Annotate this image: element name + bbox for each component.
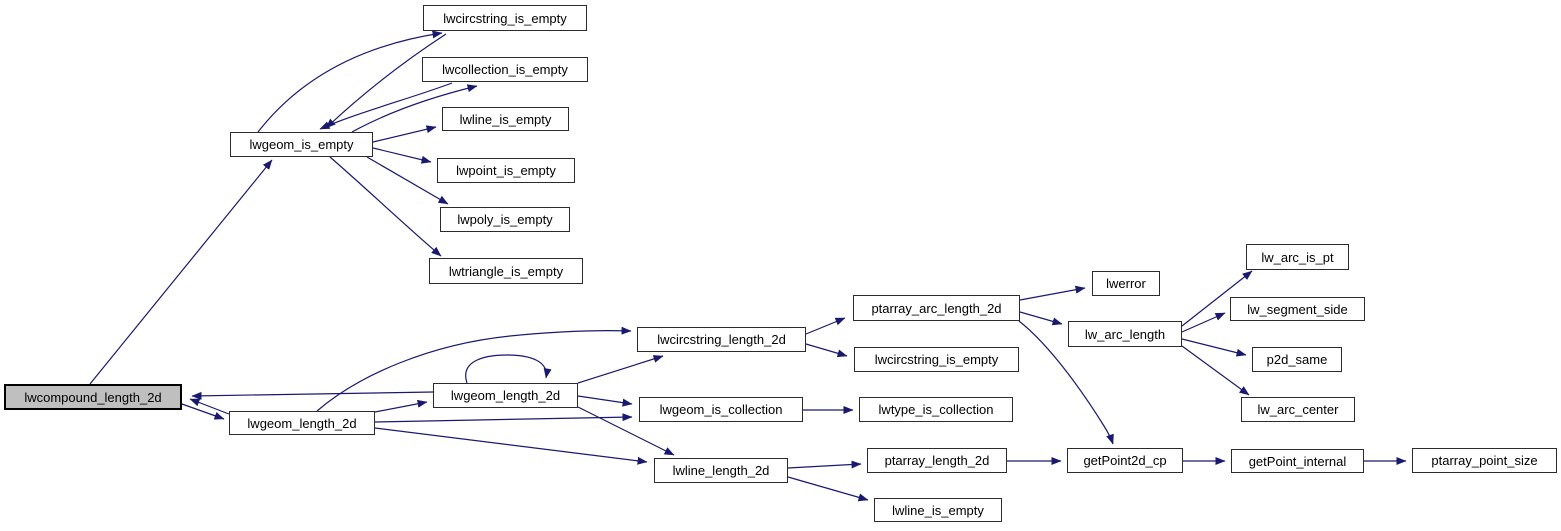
node-label: lwcircstring_is_empty xyxy=(443,10,567,26)
node-p2d-same[interactable]: p2d_same xyxy=(1252,347,1342,372)
node-getpoint2d-cp[interactable]: getPoint2d_cp xyxy=(1067,448,1183,473)
edge-lwline_length_2d-to-lwline_is_empty_bottom xyxy=(787,476,869,502)
node-lwcircstring-length-2d[interactable]: lwcircstring_length_2d xyxy=(637,327,806,352)
node-label: lwgeom_is_collection xyxy=(659,402,783,417)
edge-ptarray_arc_length_2d-to-lwerror xyxy=(1019,285,1086,301)
edge-ptarray_arc_length_2d-to-getPoint2d_cp xyxy=(1018,320,1114,445)
edge-lwgeom_length_2d_lower-to-lwgeom_length_2d_upper xyxy=(374,399,428,413)
node-getpoint-internal[interactable]: getPoint_internal xyxy=(1231,449,1364,473)
node-lw-arc-length[interactable]: lw_arc_length xyxy=(1068,321,1182,347)
node-lwgeom-length-2d-lower[interactable]: lwgeom_length_2d xyxy=(229,411,375,435)
edge-lwgeom_is_empty-to-lwtriangle_is_empty xyxy=(329,156,442,257)
node-label: lwgeom_length_2d xyxy=(450,388,561,403)
node-lwcircstring-is-empty-top[interactable]: lwcircstring_is_empty xyxy=(423,5,587,31)
node-lwtriangle-is-empty[interactable]: lwtriangle_is_empty xyxy=(429,258,583,284)
edge-lwcollection_is_empty-to-lwgeom_is_empty xyxy=(319,82,453,130)
node-label: lwcompound_length_2d xyxy=(24,389,162,405)
node-label: lwtriangle_is_empty xyxy=(448,263,564,279)
node-lw-arc-is-pt[interactable]: lw_arc_is_pt xyxy=(1246,244,1349,270)
edge-lwgeom_length_2d_lower-to-lwcircstring_length_2d xyxy=(316,326,632,412)
node-ptarray-arc-length-2d[interactable]: ptarray_arc_length_2d xyxy=(853,295,1020,321)
node-lwtype-is-collection[interactable]: lwtype_is_collection xyxy=(859,397,1013,422)
edge-ptarray_arc_length_2d-to-lw_arc_length xyxy=(1019,311,1063,326)
node-label: getPoint_internal xyxy=(1248,453,1347,469)
edge-lw_arc_length-to-lw_arc_is_pt xyxy=(1181,270,1253,327)
node-label: lwcollection_is_empty xyxy=(442,62,568,77)
node-label: lw_arc_is_pt xyxy=(1261,249,1334,265)
edge-lwgeom_is_empty-to-lwpoint_is_empty xyxy=(372,147,432,164)
edge-lwcircstring_length_2d-to-lwcircstring_is_empty_mid xyxy=(805,343,848,358)
node-lwcircstring-is-empty-mid[interactable]: lwcircstring_is_empty xyxy=(854,347,1019,372)
node-lw-arc-center[interactable]: lw_arc_center xyxy=(1241,397,1355,422)
node-ptarray-length-2d[interactable]: ptarray_length_2d xyxy=(867,448,1007,473)
node-label: getPoint2d_cp xyxy=(1083,453,1167,468)
node-lw-segment-side[interactable]: lw_segment_side xyxy=(1230,297,1365,321)
edge-lwcircstring_length_2d-to-ptarray_arc_length_2d xyxy=(805,317,846,335)
node-lwcollection-is-empty[interactable]: lwcollection_is_empty xyxy=(422,57,588,82)
edge-lwline_length_2d-to-ptarray_length_2d xyxy=(787,460,862,469)
edge-lwgeom_length_2d_lower-to-lwcompound_length_2d xyxy=(189,398,230,415)
node-label: ptarray_length_2d xyxy=(884,453,990,468)
edge-lwgeom_is_empty-to-lwpoly_is_empty xyxy=(366,156,449,205)
node-label: lwtype_is_collection xyxy=(878,402,994,417)
edge-lwgeom_length_2d_upper-to-lwgeom_length_2d_upper xyxy=(465,354,552,384)
node-label: ptarray_arc_length_2d xyxy=(871,300,1002,316)
node-lwgeom-length-2d-upper[interactable]: lwgeom_length_2d xyxy=(433,383,578,408)
node-label: lwline_is_empty xyxy=(892,502,984,518)
node-label: lw_arc_center xyxy=(1257,402,1339,417)
node-label: lwline_is_empty xyxy=(459,111,552,127)
edge-lwgeom_length_2d_upper-to-lwline_length_2d xyxy=(577,406,675,456)
node-lwgeom-is-empty[interactable]: lwgeom_is_empty xyxy=(230,132,373,157)
edge-lw_arc_length-to-lw_arc_center xyxy=(1181,345,1250,396)
node-lwline-is-empty-bottom[interactable]: lwline_is_empty xyxy=(874,498,1002,522)
edge-lwgeom_is_empty-to-lwcircstring_is_empty_top xyxy=(257,30,443,133)
node-label: lwpoly_is_empty xyxy=(457,212,553,227)
edge-lwcompound_length_2d-to-lwgeom_length_2d_lower xyxy=(181,403,225,420)
node-label: lwgeom_length_2d xyxy=(247,415,357,431)
node-lwerror[interactable]: lwerror xyxy=(1092,271,1160,296)
node-lwpoly-is-empty[interactable]: lwpoly_is_empty xyxy=(440,207,570,232)
node-label: lwline_length_2d xyxy=(672,463,770,478)
edge-lw_arc_length-to-p2d_same xyxy=(1181,338,1247,357)
edge-lwgeom_length_2d_lower-to-lwline_length_2d xyxy=(374,427,648,465)
node-lwcompound-length-2d: lwcompound_length_2d xyxy=(4,384,182,410)
edge-lwcircstring_is_empty_top-to-lwgeom_is_empty xyxy=(325,33,447,129)
node-label: lwgeom_is_empty xyxy=(249,137,354,152)
node-label: lw_segment_side xyxy=(1247,301,1348,317)
edge-lwgeom_length_2d_upper-to-lwcircstring_length_2d xyxy=(577,355,664,384)
edge-lwgeom_length_2d_upper-to-lwcompound_length_2d xyxy=(191,391,434,400)
edge-lwgeom_length_2d_lower-to-lwgeom_is_collection xyxy=(374,413,633,423)
node-label: lwerror xyxy=(1106,276,1146,291)
node-lwline-is-empty-top[interactable]: lwline_is_empty xyxy=(442,107,569,131)
edge-lwgeom_is_empty-to-lwline_is_empty_top xyxy=(372,125,437,143)
node-ptarray-point-size[interactable]: ptarray_point_size xyxy=(1412,448,1557,473)
edge-lw_arc_length-to-lw_segment_side xyxy=(1181,312,1226,333)
node-label: lwpoint_is_empty xyxy=(456,163,556,178)
node-label: lwcircstring_length_2d xyxy=(657,332,786,347)
edge-lwgeom_length_2d_upper-to-lwgeom_is_collection xyxy=(577,395,633,407)
node-label: lw_arc_length xyxy=(1084,326,1166,342)
node-lwline-length-2d[interactable]: lwline_length_2d xyxy=(654,458,788,483)
node-label: p2d_same xyxy=(1266,352,1328,367)
node-lwpoint-is-empty[interactable]: lwpoint_is_empty xyxy=(437,158,575,183)
edge-lwgeom_is_empty-to-lwcollection_is_empty xyxy=(351,84,478,133)
edge-lwcompound_length_2d-to-lwgeom_is_empty xyxy=(89,159,273,385)
node-lwgeom-is-collection[interactable]: lwgeom_is_collection xyxy=(639,397,803,422)
node-label: ptarray_point_size xyxy=(1431,453,1538,468)
node-label: lwcircstring_is_empty xyxy=(874,352,999,367)
